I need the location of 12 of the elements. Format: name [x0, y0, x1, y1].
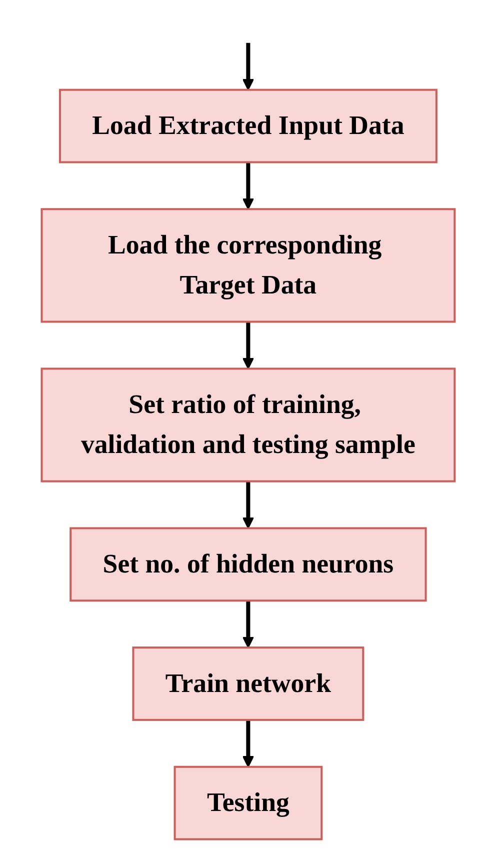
node-box: Load the corresponding Target Data — [41, 208, 456, 323]
node-box: Load Extracted Input Data — [59, 88, 438, 164]
node-box: Testing — [174, 766, 323, 840]
arrow — [242, 600, 254, 648]
node-box: Set ratio of training, validation and testing sample — [41, 368, 456, 482]
node-box: Train network — [132, 646, 364, 721]
arrow — [242, 720, 254, 768]
arrow — [242, 322, 254, 370]
node-box: Set no. of hidden neurons — [70, 527, 428, 602]
arrow — [242, 162, 254, 210]
arrow — [242, 481, 254, 529]
arrow — [242, 42, 254, 90]
